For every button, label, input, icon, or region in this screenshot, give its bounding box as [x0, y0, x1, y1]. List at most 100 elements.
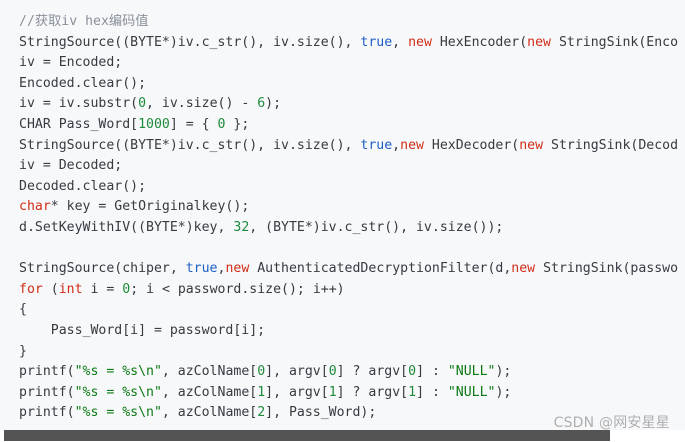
code-line [19, 239, 678, 260]
horizontal-scrollbar-thumb[interactable] [4, 430, 610, 441]
code-token-plain: }; [225, 116, 250, 132]
code-token-plain: , azColName[ [161, 384, 258, 400]
code-line: iv = Encoded; [19, 53, 678, 74]
code-token-number: 32 [233, 219, 250, 235]
code-token-plain: ( [42, 281, 59, 297]
code-token-number: 1 [257, 384, 266, 400]
code-line: Encoded.clear(); [19, 74, 678, 95]
code-token-plain: , iv.size() - [146, 96, 258, 112]
code-token-keyword: new [400, 137, 424, 153]
code-token-plain: ); [265, 96, 282, 112]
code-token-number: 1 [408, 384, 417, 400]
code-token-plain: , azColName[ [161, 364, 258, 380]
code-token-plain: * key = GetOriginalkey(); [50, 199, 250, 215]
code-token-plain: ] = { [169, 116, 218, 132]
code-token-number: 0 [217, 116, 226, 132]
csdn-watermark: CSDN @网安星星 [553, 415, 670, 431]
code-token-plain: Decoded.clear(); [19, 178, 147, 194]
code-token-plain: StringSource(chiper, [19, 261, 186, 277]
code-line: StringSource((BYTE*)iv.c_str(), iv.size(… [19, 33, 678, 54]
code-token-keyword: new [527, 34, 551, 50]
code-token-plain: , (BYTE*)iv.c_str(), iv.size()); [249, 219, 504, 235]
code-token-string: "NULL" [447, 384, 496, 400]
code-token-number: 0 [328, 364, 337, 380]
code-line: iv = iv.substr(0, iv.size() - 6); [19, 94, 678, 115]
code-token-plain: iv = Encoded; [19, 55, 123, 71]
code-line: { [19, 300, 678, 321]
code-token-keyword: new [225, 261, 250, 277]
code-token-plain: HexDecoder( [423, 137, 520, 153]
code-token-string: "%s = %s\n" [74, 405, 162, 421]
code-line: Pass_Word[i] = password[i]; [19, 321, 678, 342]
code-token-number: 1000 [138, 116, 170, 132]
code-token-plain: iv = Decoded; [19, 158, 123, 174]
code-token-number: 0 [257, 364, 266, 380]
code-token-plain: HexEncoder( [431, 34, 528, 50]
code-token-plain: , azColName[ [161, 405, 258, 421]
code-token-literal: true [360, 137, 393, 153]
code-token-string: "NULL" [447, 364, 496, 380]
code-token-literal: true [360, 34, 393, 50]
code-line: printf("%s = %s\n", azColName[0], argv[0… [19, 362, 678, 383]
code-token-keyword: new [519, 137, 544, 153]
code-line: CHAR Pass_Word[1000] = { 0 }; [19, 115, 678, 136]
code-line: d.SetKeyWithIV((BYTE*)key, 32, (BYTE*)iv… [19, 218, 678, 239]
code-line: printf("%s = %s\n", azColName[1], argv[1… [19, 383, 678, 404]
code-token-keyword: new [511, 261, 536, 277]
code-token-string: "%s = %s\n" [74, 364, 162, 380]
code-token-plain: ] ? argv[ [336, 384, 409, 400]
code-token-plain: iv = iv.substr( [19, 96, 139, 112]
code-token-plain: { [19, 302, 27, 318]
code-token-string: "%s = %s\n" [74, 384, 162, 400]
code-token-number: 2 [257, 405, 266, 421]
code-token-plain: Pass_Word[i] = password[i]; [19, 322, 266, 338]
code-token-plain: CHAR Pass_Word[ [19, 116, 139, 132]
code-line: Decoded.clear(); [19, 177, 678, 198]
code-token-plain: , [392, 34, 409, 50]
code-token-plain: StringSink(Decod [543, 137, 679, 153]
code-token-plain: ] : [416, 364, 448, 380]
code-token-comment: //获取iv hex编码值 [19, 14, 149, 29]
code-token-literal: true [185, 261, 218, 277]
code-token-plain: , [217, 261, 226, 277]
code-line: StringSource(chiper, true,new Authentica… [19, 259, 678, 280]
code-token-keyword: int [58, 281, 83, 297]
code-token-number: 0 [138, 96, 147, 112]
code-line: for (int i = 0; i < password.size(); i++… [19, 280, 678, 301]
code-line: StringSource((BYTE*)iv.c_str(), iv.size(… [19, 136, 678, 157]
code-line: } [19, 342, 678, 363]
code-token-plain: ] ? argv[ [336, 364, 409, 380]
code-token-plain: ] : [416, 384, 448, 400]
code-token-plain: i = [82, 281, 123, 297]
code-token-plain: ], argv[ [265, 364, 329, 380]
code-token-plain: , [392, 137, 401, 153]
code-token-number: 0 [122, 281, 131, 297]
code-token-number: 6 [257, 96, 266, 112]
code-token-plain: StringSource((BYTE*)iv.c_str(), iv.size(… [19, 34, 361, 50]
code-token-plain: ; i < password.size(); i++) [130, 281, 345, 297]
code-token-plain: ], argv[ [265, 384, 329, 400]
code-token-plain: ); [495, 384, 512, 400]
code-token-plain: printf( [19, 405, 75, 421]
code-token-plain: printf( [19, 384, 75, 400]
code-token-keyword: for [19, 281, 43, 297]
code-token-plain: printf( [19, 364, 75, 380]
code-token-plain: StringSink(Enco [551, 34, 679, 50]
code-token-plain: Encoded.clear(); [19, 75, 147, 91]
code-token-plain: } [19, 343, 27, 359]
code-token-plain: AuthenticatedDecryptionFilter(d, [249, 261, 512, 277]
code-token-keyword: char [19, 199, 51, 215]
code-lines: //获取iv hex编码值 StringSource((BYTE*)iv.c_st… [19, 12, 678, 424]
code-line: printf("%s = %s\n", azColName[2], Pass_W… [19, 403, 678, 424]
code-token-plain: ); [495, 364, 512, 380]
code-token-plain: d.SetKeyWithIV((BYTE*)key, [19, 219, 234, 235]
code-token-number: 0 [408, 364, 417, 380]
code-line: //获取iv hex编码值 [19, 12, 678, 33]
code-line: char* key = GetOriginalkey(); [19, 197, 678, 218]
code-token-keyword: new [408, 34, 432, 50]
code-token-plain: ], Pass_Word); [265, 405, 377, 421]
code-token-number: 1 [328, 384, 337, 400]
code-token-plain: StringSource((BYTE*)iv.c_str(), iv.size(… [19, 137, 361, 153]
code-line: iv = Decoded; [19, 156, 678, 177]
code-block: //获取iv hex编码值 StringSource((BYTE*)iv.c_st… [19, 12, 679, 424]
